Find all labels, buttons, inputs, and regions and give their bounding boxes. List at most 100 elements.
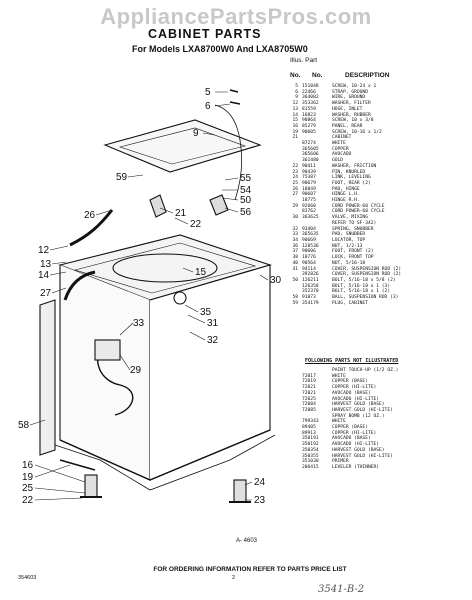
part-no-cell: 365606 <box>302 152 319 158</box>
callout-25: 25 <box>22 483 34 494</box>
callout-14: 14 <box>38 270 50 281</box>
not-illustrated-row: 72017 WHITE <box>286 374 466 380</box>
illus-no-cell: 23 <box>292 169 298 175</box>
description-cell: WIRE, GROUND <box>332 95 366 101</box>
description-cell: SCREW, 10-16 x 1/2 <box>332 129 382 135</box>
part-no-cell: 128536 <box>302 243 319 249</box>
part-no-cell: 72017 <box>302 373 316 379</box>
illus-no-cell: 38 <box>292 255 298 261</box>
description-cell: FOOT, REAR (2) <box>332 180 371 186</box>
callout-26: 26 <box>84 210 96 221</box>
illus-no-cell: 26 <box>292 186 298 192</box>
page-subtitle: For Models LXA8700W0 And LXA8705W0 <box>132 44 308 54</box>
illus-no-cell: 34 <box>292 237 298 243</box>
part-no-cell: 90606 <box>302 249 316 255</box>
part-no-cell: 361480 <box>302 158 319 164</box>
illus-no-cell: 40 <box>292 260 298 266</box>
callout-27: 27 <box>40 288 52 299</box>
callout-21: 21 <box>175 208 187 219</box>
callout-6: 6 <box>205 101 211 112</box>
header-no-1: No. <box>290 72 301 79</box>
description-cell: SPRAY BOMB (12 OZ.) <box>332 413 385 419</box>
page-title: CABINET PARTS <box>148 27 262 41</box>
description-cell: SPRING, SNUBBER <box>332 226 374 232</box>
callout-29: 29 <box>130 365 142 376</box>
description-cell: PANEL, REAR <box>332 123 363 129</box>
illus-no-cell: 32 <box>292 226 298 232</box>
description-cell: VALVE, MIXING <box>332 215 368 221</box>
callout-35: 35 <box>200 307 212 318</box>
description-cell: WASHER, FILTER <box>332 101 371 107</box>
part-no-cell: 350192 <box>302 442 319 448</box>
illus-no-cell: 50 <box>292 277 298 283</box>
callout-19: 19 <box>22 472 34 483</box>
part-no-cell: 72021 <box>302 385 316 391</box>
illus-no-cell: 59 <box>292 300 298 306</box>
part-no-cell: 90605 <box>302 129 316 135</box>
part-no-cell: 85279 <box>302 123 316 129</box>
part-no-cell: 90411 <box>302 163 316 169</box>
part-no-cell: 87274 <box>302 141 316 147</box>
description-cell: GOLD <box>332 158 344 164</box>
part-no-cell: 72019 <box>302 379 316 385</box>
description-cell: WHITE <box>332 373 346 379</box>
part-no-cell: 81559 <box>302 106 316 112</box>
callout-30: 30 <box>270 275 282 286</box>
illus-part-label: Illus. Part <box>290 57 318 64</box>
description-cell: CORD POWER-60 CYCLE <box>332 203 385 209</box>
part-no-cell: 126358 <box>302 283 319 289</box>
part-no-cell: 90564 <box>302 260 316 266</box>
description-cell: STRAP, GROUND <box>332 89 368 95</box>
illus-no-cell: 14 <box>292 112 298 118</box>
not-illustrated-row: PAINT TOUCH-UP (1/2 OZ.) <box>286 368 466 374</box>
illus-no-cell: 29 <box>292 203 298 209</box>
illus-no-cell: 12 <box>292 101 298 107</box>
description-cell: PIN, KNURLED <box>332 169 366 175</box>
part-no-cell: 799343 <box>302 419 319 425</box>
description-cell: LOCK, FRONT TOP <box>332 255 374 261</box>
description-cell: FOOT, FRONT (2) <box>332 249 374 255</box>
description-cell: CABINET <box>332 135 352 141</box>
callout-22: 22 <box>22 495 34 506</box>
description-cell: CORD POWER-60 CYCLE <box>332 209 385 215</box>
part-no-cell: 90607 <box>302 192 316 198</box>
part-row: REFER TO SF-342) <box>286 221 466 227</box>
description-cell: AVOCADO (BASE) <box>332 390 371 396</box>
description-cell: PLUG, CABINET <box>332 300 368 306</box>
description-cell: HARVEST GOLD (BASE) <box>332 402 385 408</box>
illus-no-cell: 24 <box>292 175 298 181</box>
callout-58: 58 <box>18 420 30 431</box>
handwritten-note: 3541-B-2 <box>318 584 365 595</box>
illus-no-cell: 15 <box>292 118 298 124</box>
part-no-cell: 352370 <box>302 289 319 295</box>
description-cell: AVOCADO (HI-LITE) <box>332 396 380 402</box>
callout-24: 24 <box>254 477 266 488</box>
description-cell: COVER, SUSPENSION ROD (2) <box>332 272 402 278</box>
part-no-cell: 89913 <box>302 430 316 436</box>
part-no-cell: 364082 <box>302 95 319 101</box>
illus-no-cell: 5 <box>295 84 298 89</box>
callout-23: 23 <box>254 495 266 506</box>
description-cell: LINK, LEVELING <box>332 175 371 181</box>
part-no-cell: 90669 <box>302 237 316 243</box>
not-illustrated-header: FOLLOWING PARTS NOT ILLUSTRATED <box>305 358 399 364</box>
part-no-cell: 354179 <box>302 300 319 306</box>
